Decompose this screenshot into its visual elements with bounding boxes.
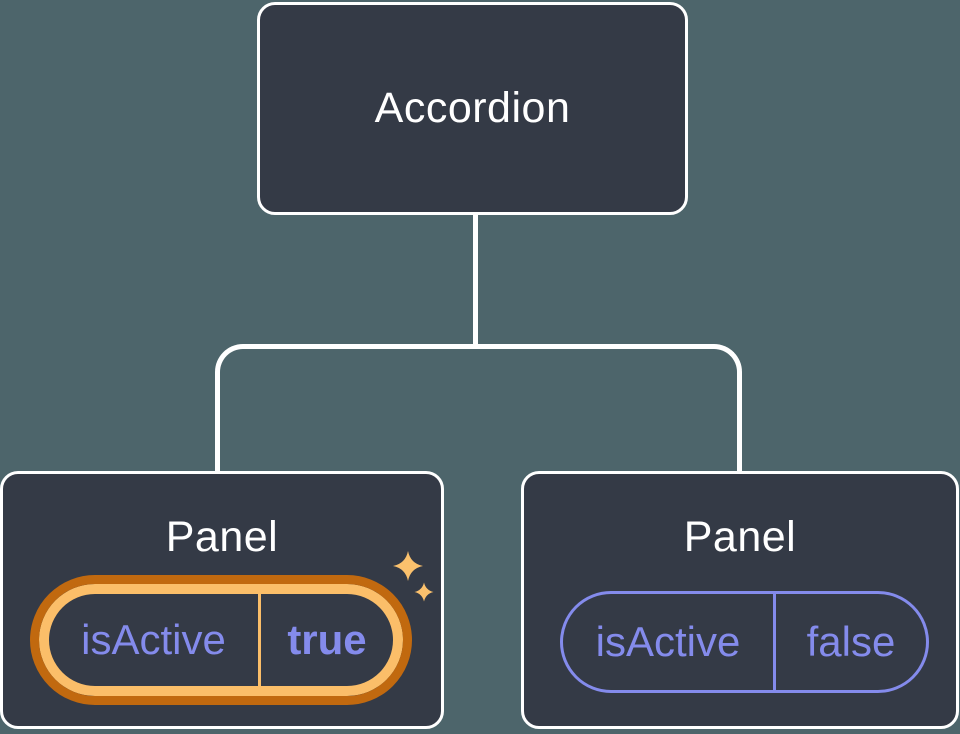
connector-stem bbox=[473, 215, 478, 346]
prop-name-label: isActive bbox=[595, 618, 741, 665]
prop-pill-active: isActive true bbox=[30, 575, 412, 705]
panel-node-inactive: Panel isActive false bbox=[521, 471, 959, 729]
accordion-node: Accordion bbox=[257, 2, 688, 215]
prop-pill-inactive: isActive false bbox=[560, 591, 929, 693]
accordion-label: Accordion bbox=[374, 84, 571, 132]
sparkles-icon bbox=[393, 551, 434, 602]
sparkle-large bbox=[393, 551, 423, 581]
prop-value-label: true bbox=[287, 616, 367, 663]
panel-label: Panel bbox=[683, 513, 797, 561]
panel-label: Panel bbox=[165, 513, 279, 561]
connector-branch bbox=[215, 344, 742, 473]
prop-value-label: false bbox=[806, 618, 896, 665]
pill-divider bbox=[258, 594, 261, 686]
pill-divider bbox=[773, 594, 776, 690]
prop-name-label: isActive bbox=[81, 616, 226, 663]
panel-node-active: Panel isActive true bbox=[0, 471, 444, 729]
sparkle-small bbox=[414, 582, 434, 602]
